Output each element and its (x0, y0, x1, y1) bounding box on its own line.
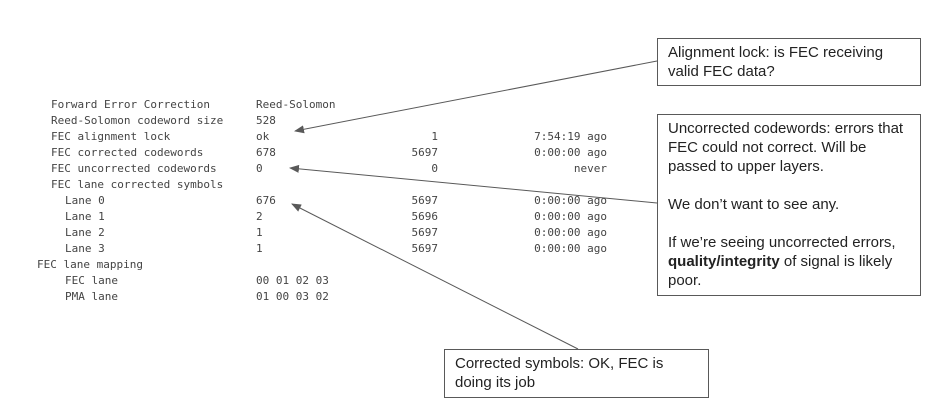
row-time-alignment-lock: 7:54:19 ago (534, 130, 607, 143)
row-count-lane-0: 5697 (411, 194, 439, 207)
row-label-lane-corrected-symbols: FEC lane corrected symbols (51, 178, 224, 191)
row-count-lane-2: 5697 (411, 226, 439, 239)
row-label-lane-mapping: FEC lane mapping (37, 258, 143, 271)
uncorrected-callout-text-3-bold: quality/integrity (668, 253, 780, 270)
row-label-corrected-codewords: FEC corrected codewords (51, 146, 204, 159)
row-count-lane-1: 5696 (411, 210, 439, 223)
row-count-uncorrected-codewords: 0 (431, 162, 438, 175)
row-time-lane-3: 0:00:00 ago (534, 242, 607, 255)
row-label-pma-lane: PMA lane (65, 290, 118, 303)
row-time-uncorrected-codewords: never (573, 162, 607, 175)
alignment-callout: Alignment lock: is FEC receiving valid F… (657, 38, 921, 86)
uncorrected-callout: Uncorrected codewords: errors that FEC c… (657, 114, 921, 296)
corrected-callout: Corrected symbols: OK, FEC is doing its … (444, 349, 709, 398)
row-value-lane-2: 1 (256, 226, 263, 239)
row-label-fec: Forward Error Correction (51, 98, 210, 111)
row-label-codeword-size: Reed-Solomon codeword size (51, 114, 224, 127)
row-label-fec-lane: FEC lane (65, 274, 118, 287)
row-count-corrected-codewords: 5697 (411, 146, 439, 159)
row-label-alignment-lock: FEC alignment lock (51, 130, 171, 143)
corrected-callout-text: Corrected symbols: OK, FEC is doing its … (455, 355, 664, 391)
row-time-lane-1: 0:00:00 ago (534, 210, 607, 223)
row-value-alignment-lock: ok (256, 130, 270, 143)
row-label-lane-0: Lane 0 (65, 194, 105, 207)
uncorrected-callout-text-3-prefix: If we’re seeing uncorrected errors, (668, 234, 896, 251)
row-value-lane-0: 676 (256, 194, 276, 207)
uncorrected-callout-text-1: Uncorrected codewords: errors that FEC c… (668, 120, 904, 175)
alignment-callout-text: Alignment lock: is FEC receiving valid F… (668, 44, 884, 80)
row-label-lane-1: Lane 1 (65, 210, 105, 223)
row-time-corrected-codewords: 0:00:00 ago (534, 146, 607, 159)
row-value-pma-lane: 01 00 03 02 (256, 290, 329, 303)
row-value-lane-3: 1 (256, 242, 263, 255)
row-label-uncorrected-codewords: FEC uncorrected codewords (51, 162, 217, 175)
row-time-lane-2: 0:00:00 ago (534, 226, 607, 239)
row-label-lane-2: Lane 2 (65, 226, 105, 239)
row-value-codeword-size: 528 (256, 114, 276, 127)
row-value-uncorrected-codewords: 0 (256, 162, 263, 175)
row-value-lane-1: 2 (256, 210, 263, 223)
row-label-lane-3: Lane 3 (65, 242, 105, 255)
row-value-corrected-codewords: 678 (256, 146, 276, 159)
uncorrected-callout-text-2: We don’t want to see any. (668, 196, 840, 213)
row-value-fec: Reed-Solomon (256, 98, 336, 111)
alignment-arrow (294, 60, 658, 134)
row-count-lane-3: 5697 (411, 242, 439, 255)
row-value-fec-lane: 00 01 02 03 (256, 274, 329, 287)
uncorrected-callout-text-3: If we’re seeing uncorrected errors, qual… (668, 233, 910, 290)
row-count-alignment-lock: 1 (431, 130, 438, 143)
uncorrected-callout-text-3-suffix: of signal is likely poor. (668, 253, 893, 289)
row-time-lane-0: 0:00:00 ago (534, 194, 607, 207)
